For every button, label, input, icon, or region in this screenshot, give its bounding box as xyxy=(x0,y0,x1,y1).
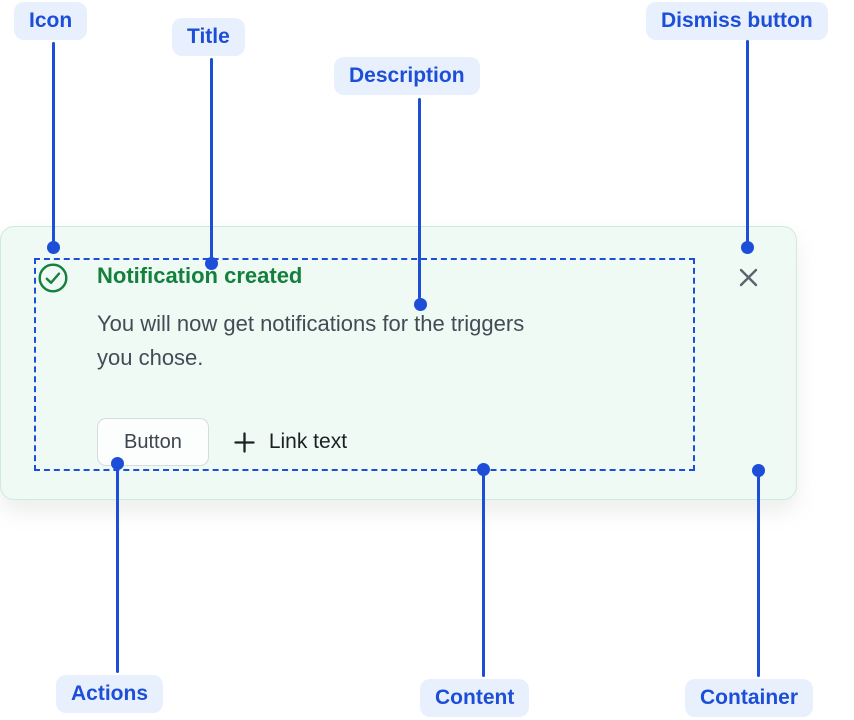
dismiss-button[interactable] xyxy=(732,261,764,293)
container-callout-dot xyxy=(751,463,765,477)
icon-callout-line xyxy=(51,42,55,242)
annotation-label-content: Content xyxy=(420,679,530,717)
description-callout-dot xyxy=(413,297,427,311)
container-callout-line xyxy=(756,474,760,677)
annotation-label-dismiss-button: Dismiss button xyxy=(646,2,828,40)
actions-callout-dot xyxy=(110,456,124,470)
notification-title: Notification created xyxy=(97,263,303,288)
plus-icon xyxy=(233,431,256,454)
annotation-label-title: Title xyxy=(172,18,245,56)
notification-actions: Button Link text xyxy=(97,418,347,466)
dismiss-callout-dot xyxy=(740,240,754,254)
description-line-1: You will now get notifications for the t… xyxy=(97,311,525,336)
close-icon xyxy=(737,266,760,289)
content-callout-dot xyxy=(476,462,490,476)
actions-callout-line xyxy=(115,467,119,673)
annotation-label-actions: Actions xyxy=(56,675,164,713)
action-link[interactable]: Link text xyxy=(233,430,347,454)
content-callout-line xyxy=(481,473,485,677)
title-callout-dot xyxy=(204,256,218,270)
content-region-outline xyxy=(34,258,695,471)
dismiss-callout-line xyxy=(745,40,749,242)
check-circle-icon xyxy=(38,263,68,293)
title-callout-line xyxy=(209,58,213,259)
annotation-label-icon: Icon xyxy=(14,2,88,40)
annotation-label-description: Description xyxy=(334,57,480,95)
action-link-label: Link text xyxy=(268,430,348,453)
annotation-label-container: Container xyxy=(685,679,814,717)
notification-container: Notification created You will now get no… xyxy=(0,226,797,500)
notification-description: You will now get notifications for the t… xyxy=(97,307,524,375)
icon-callout-dot xyxy=(46,240,60,254)
description-callout-line xyxy=(417,98,421,299)
description-line-2: you chose. xyxy=(97,345,204,370)
